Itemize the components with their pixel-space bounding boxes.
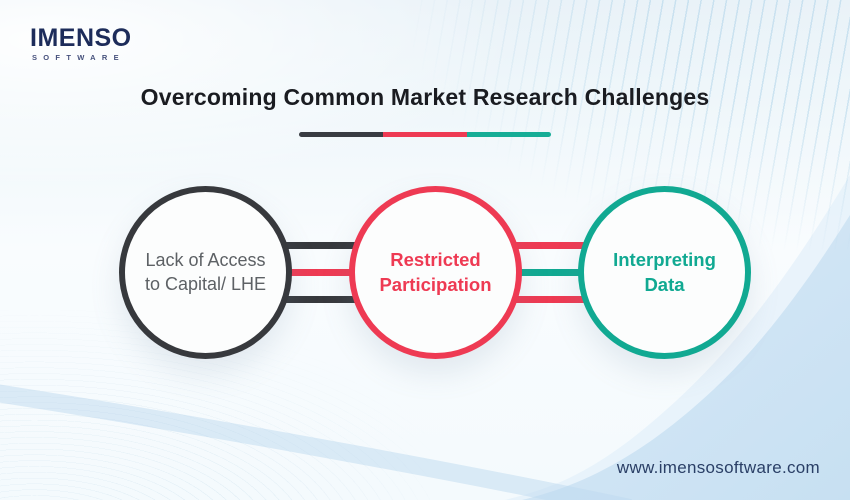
website-link[interactable]: www.imensosoftware.com <box>616 458 820 477</box>
connector-1-2-middle-line <box>205 269 435 276</box>
challenge-label: Lack of Access to Capital/ LHE <box>144 249 267 294</box>
challenge-circle-interpreting-data: Interpreting Data <box>578 186 751 359</box>
connector-2-3-top-line <box>435 242 665 249</box>
challenge-label: Restricted Participation <box>379 248 492 295</box>
challenge-circle-participation: Restricted Participation <box>349 186 522 359</box>
connector-2-3-bottom-line <box>435 296 665 303</box>
divider-segment-red <box>383 132 467 137</box>
connector-2-3-middle-line <box>435 269 665 276</box>
divider-segment-dark <box>299 132 383 137</box>
connector-1-2-bottom-line <box>205 296 435 303</box>
logo-wordmark: IMENSO <box>30 24 132 52</box>
page-title: Overcoming Common Market Research Challe… <box>140 84 710 110</box>
connector-1-2-top-line <box>205 242 435 249</box>
challenge-label: Interpreting Data <box>613 248 716 295</box>
imenso-logo: IMENSO SOFTWARE <box>30 26 132 62</box>
logo-tagline: SOFTWARE <box>32 53 125 62</box>
title-divider <box>299 132 551 137</box>
divider-segment-teal <box>467 132 551 137</box>
challenge-circle-capital: Lack of Access to Capital/ LHE <box>119 186 292 359</box>
